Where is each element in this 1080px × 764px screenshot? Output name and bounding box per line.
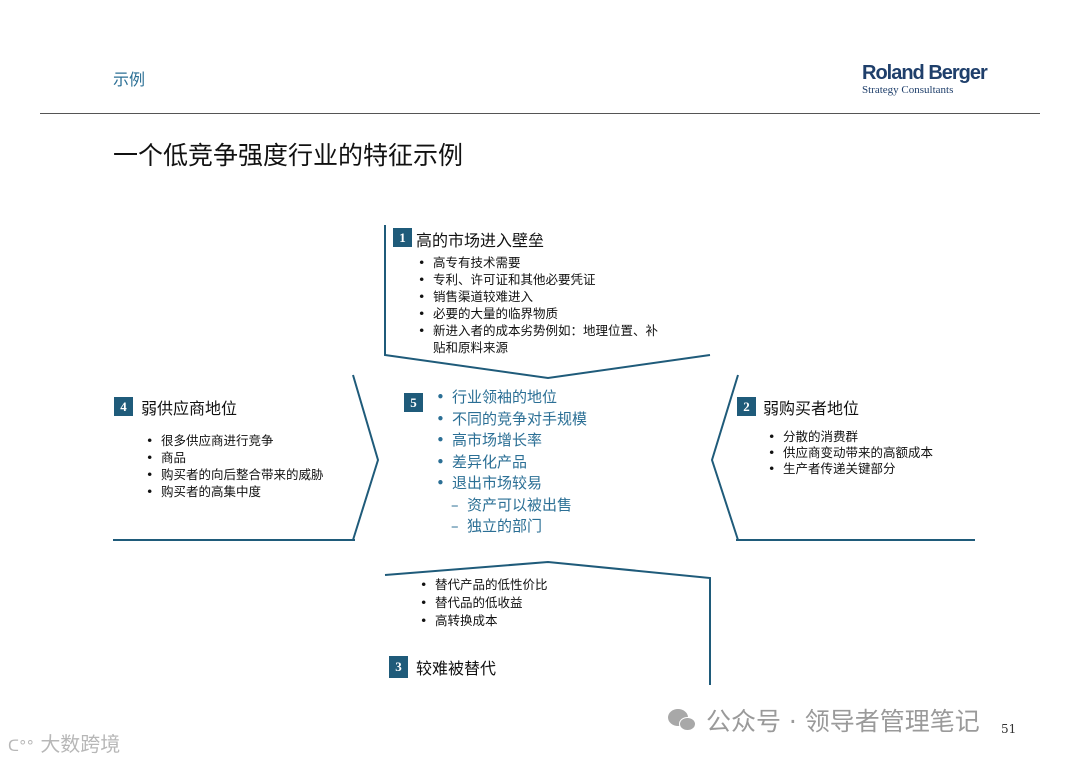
header-divider xyxy=(40,113,1040,114)
list-item: 分散的消费群 xyxy=(768,429,933,445)
box4-chevron xyxy=(352,374,380,541)
list-item: 退出市场较易 xyxy=(436,473,587,495)
section-5-number: 5 xyxy=(404,393,423,412)
list-item: 购买者的向后整合带来的威胁 xyxy=(146,466,324,483)
list-item: 高市场增长率 xyxy=(436,430,587,452)
list-item: 专利、许可证和其他必要凭证 xyxy=(418,271,658,288)
list-item: 差异化产品 xyxy=(436,452,587,474)
watermark-right: 公众号 · 领导者管理笔记 xyxy=(668,702,980,738)
list-item: 高转换成本 xyxy=(420,612,548,630)
section-3-title: 较难被替代 xyxy=(416,659,497,678)
box1-outline xyxy=(384,225,711,380)
section-2-list: 分散的消费群 供应商变动带来的高额成本 生产者传递关键部分 xyxy=(768,429,933,477)
list-item: 行业领袖的地位 xyxy=(436,387,587,409)
section-1-title: 高的市场进入壁垒 xyxy=(416,231,545,250)
roland-berger-logo: Roland Berger Strategy Consultants xyxy=(862,62,988,96)
list-item: 替代品的低收益 xyxy=(420,594,548,612)
section-4-list: 很多供应商进行竞争 商品 购买者的向后整合带来的威胁 购买者的高集中度 xyxy=(146,432,324,500)
section-1-number: 1 xyxy=(393,228,412,247)
list-item: 不同的竞争对手规模 xyxy=(436,409,587,431)
section-1-list: 高专有技术需要 专利、许可证和其他必要凭证 销售渠道较难进入 必要的大量的临界物… xyxy=(418,254,658,356)
section-4-title: 弱供应商地位 xyxy=(141,399,238,418)
list-item: 销售渠道较难进入 xyxy=(418,288,658,305)
sub-list-item: 独立的部门 xyxy=(436,516,587,538)
page-number: 51 xyxy=(1001,722,1017,736)
section-2-title: 弱购买者地位 xyxy=(763,399,860,418)
section-5-list: 行业领袖的地位 不同的竞争对手规模 高市场增长率 差异化产品 退出市场较易 资产… xyxy=(436,387,587,538)
list-item: 商品 xyxy=(146,449,324,466)
box2-chevron xyxy=(710,374,739,541)
watermark-logo-icon: ᑕ°° xyxy=(8,737,34,755)
list-item: 替代产品的低性价比 xyxy=(420,576,548,594)
section-4-number: 4 xyxy=(114,397,133,416)
list-item: 生产者传递关键部分 xyxy=(768,461,933,477)
section-3-list: 替代产品的低性价比 替代品的低收益 高转换成本 xyxy=(420,576,548,630)
list-item: 购买者的高集中度 xyxy=(146,483,324,500)
list-item: 很多供应商进行竞争 xyxy=(146,432,324,449)
list-item: 供应商变动带来的高额成本 xyxy=(768,445,933,461)
watermark-left: ᑕ°° 大数跨境 xyxy=(8,732,121,756)
list-item-continuation: 贴和原料来源 xyxy=(433,340,509,355)
list-item: 高专有技术需要 xyxy=(418,254,658,271)
wechat-icon xyxy=(668,707,698,733)
sub-list-item: 资产可以被出售 xyxy=(436,495,587,517)
section-3-number: 3 xyxy=(389,656,408,678)
box3-outline xyxy=(384,560,711,685)
page-title: 一个低竞争强度行业的特征示例 xyxy=(113,141,464,170)
list-item: 必要的大量的临界物质 xyxy=(418,305,658,322)
section-2-number: 2 xyxy=(737,397,756,416)
section-label: 示例 xyxy=(113,70,146,89)
list-item: 新进入者的成本劣势例如：地理位置、补 xyxy=(418,322,658,339)
